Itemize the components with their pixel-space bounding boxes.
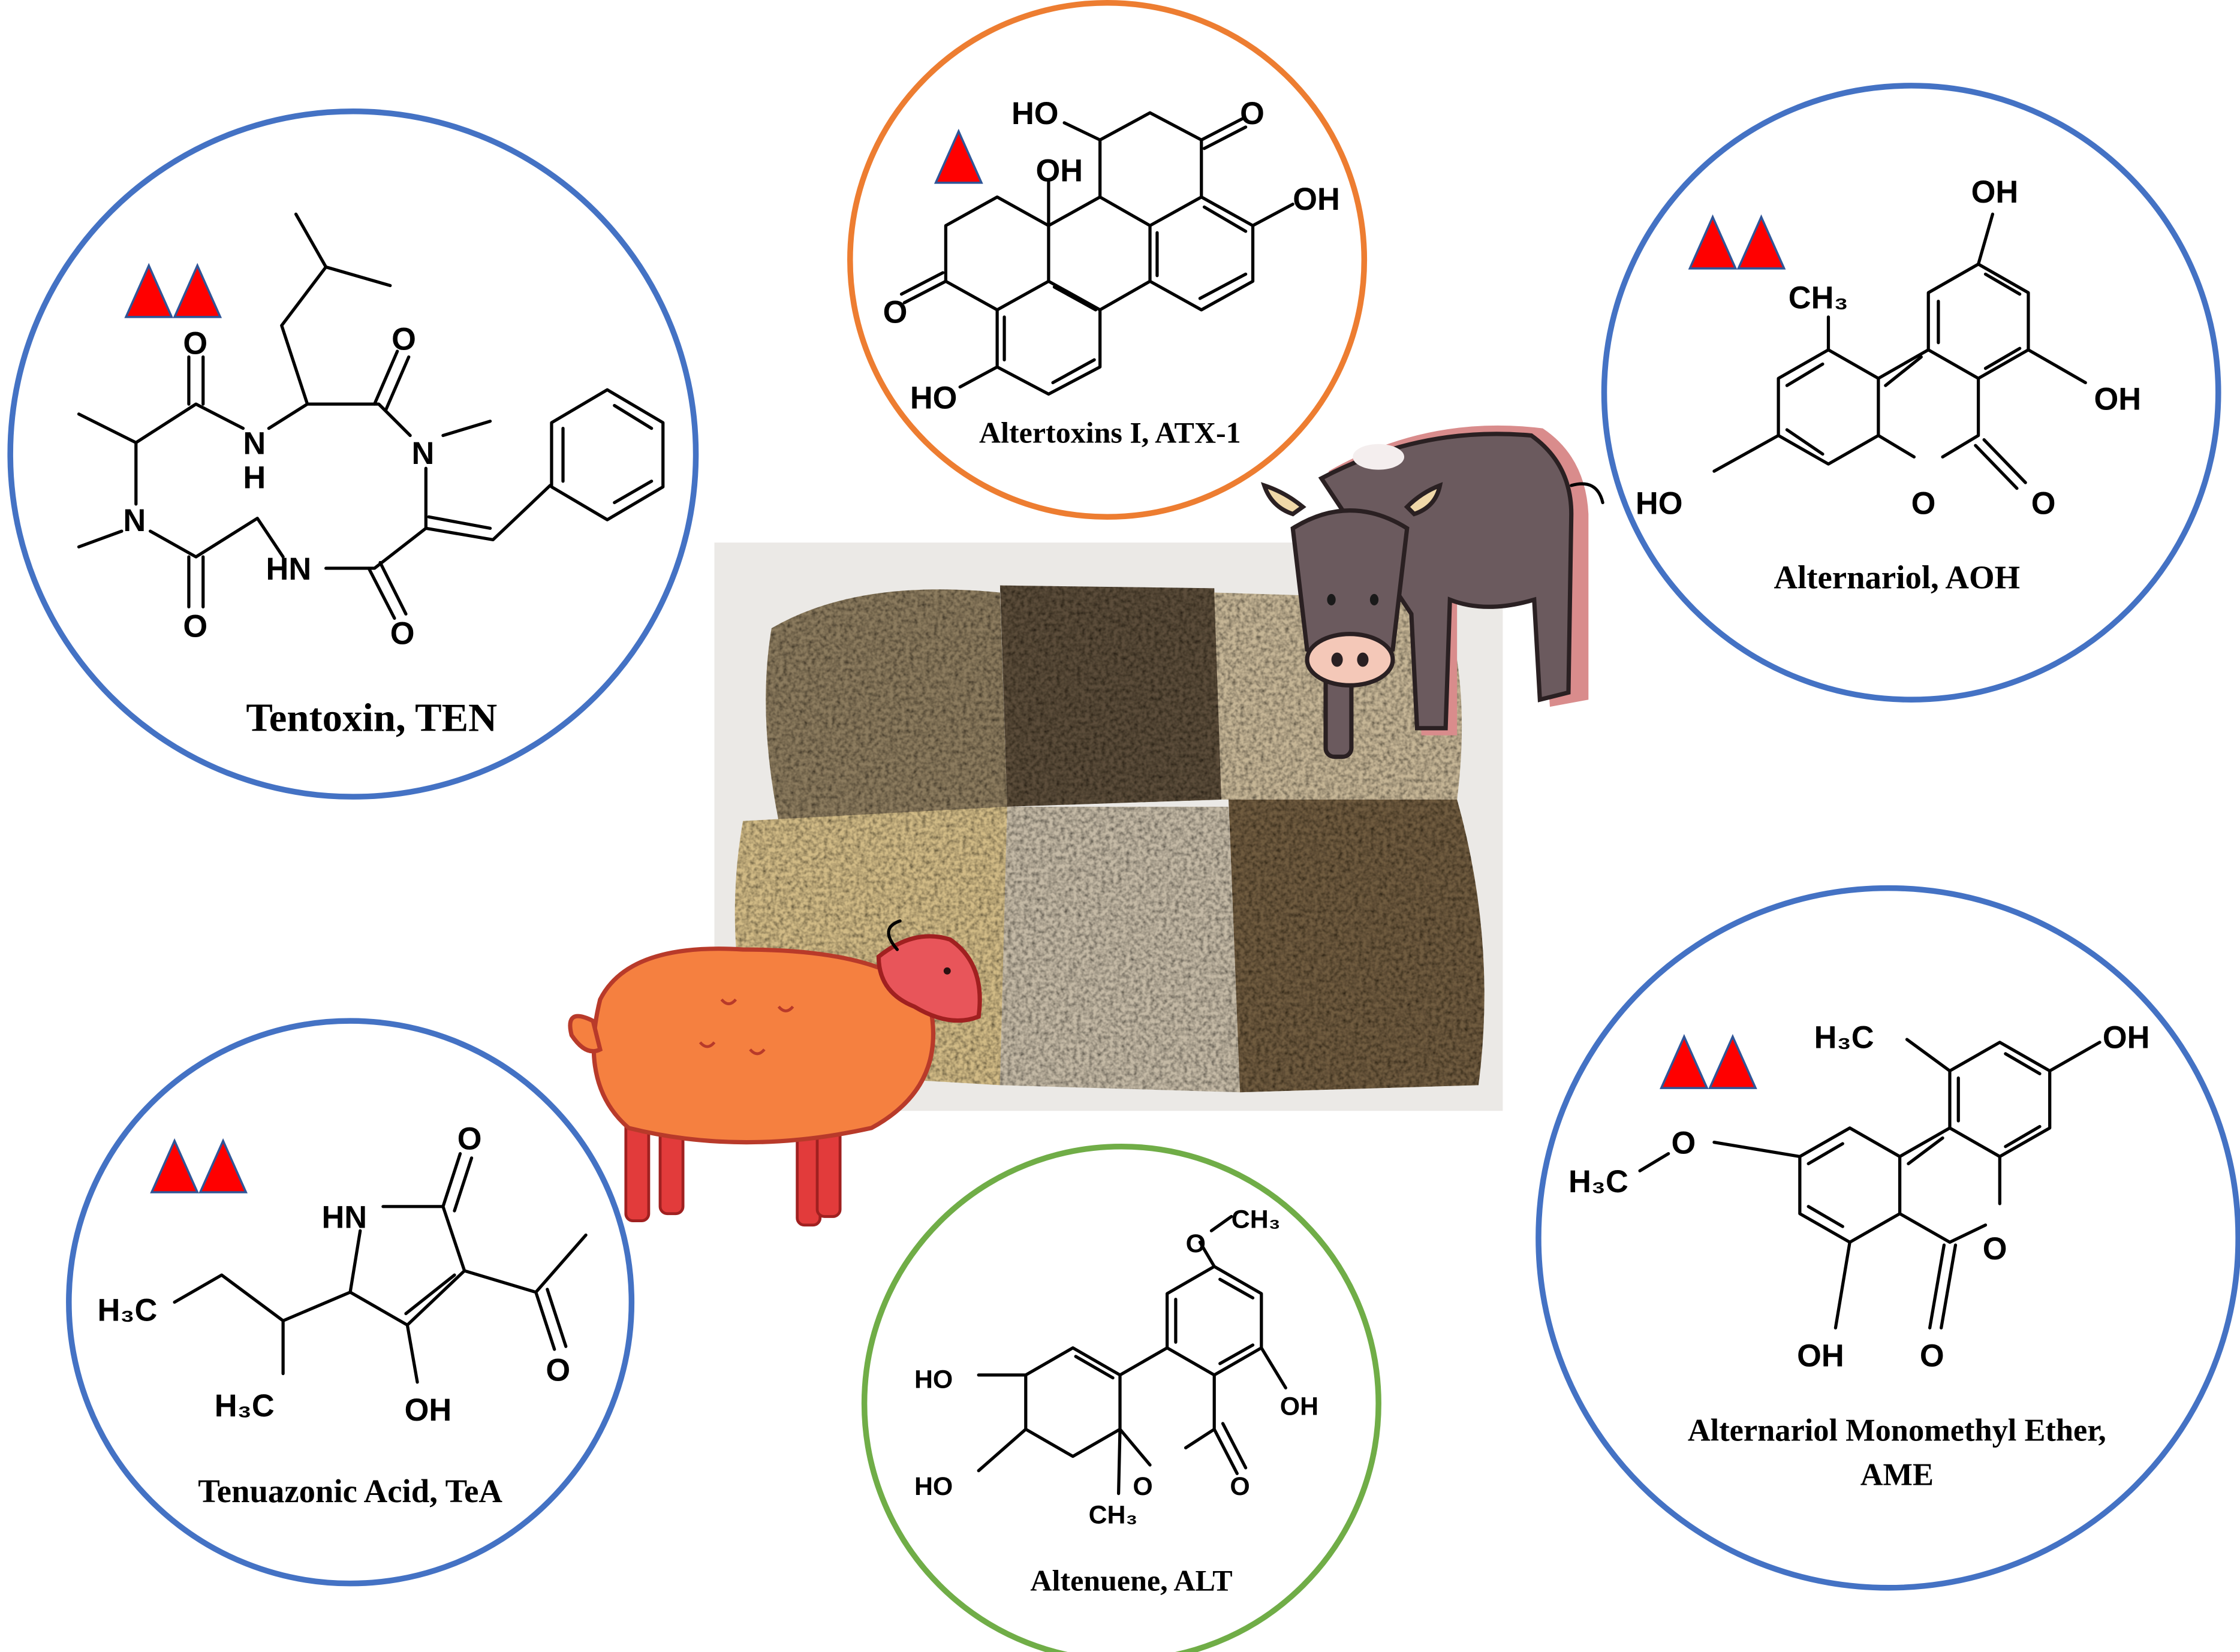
feed-pellets-dark: [999, 585, 1222, 807]
atom-label: H₃C: [1814, 1020, 1874, 1055]
risk-triangle-icon: [1708, 1033, 1757, 1089]
atom-label: HO: [914, 1472, 953, 1501]
cow-illustration: [1260, 425, 1604, 759]
atom-label: OH: [1797, 1339, 1844, 1374]
risk-markers: [1688, 214, 1786, 270]
atom-label: O: [1920, 1339, 1944, 1374]
risk-triangle-icon: [934, 128, 983, 184]
atom-label: N: [243, 426, 266, 461]
molecule-tenuazonic-acid: O HN H₃C H₃C OH O Tenuazonic Acid, TeA: [66, 1018, 635, 1587]
atom-label: CH₃: [1232, 1205, 1281, 1234]
risk-triangle-icon: [198, 1138, 248, 1193]
molecule-altenuene: O CH₃ HO OH HO O O CH₃ Altenuene, ALT: [861, 1144, 1381, 1652]
atom-label: OH: [2103, 1020, 2150, 1055]
atom-label: HN: [321, 1201, 367, 1235]
atom-label: OH: [1035, 154, 1083, 189]
atom-label: O: [1911, 487, 1936, 521]
risk-markers: [1660, 1033, 1757, 1089]
atom-label: O: [390, 616, 415, 651]
molecule-altertoxin: HO O OH OH O HO Altertoxins I, ATX-1: [847, 0, 1368, 520]
risk-triangle-icon: [1736, 214, 1786, 270]
atom-label: O: [883, 295, 908, 330]
atom-label: O: [2031, 487, 2056, 521]
atom-label: OH: [1280, 1392, 1318, 1421]
atom-label: OH: [405, 1393, 452, 1428]
atom-label: OH: [1971, 175, 2019, 210]
atom-label: O: [1983, 1232, 2007, 1267]
atom-label: CH₃: [1789, 281, 1848, 316]
molecule-caption: Alternariol, AOH: [1774, 559, 2020, 595]
atom-label: O: [392, 322, 416, 357]
risk-triangle-icon: [1688, 214, 1738, 270]
atom-label: O: [1186, 1229, 1206, 1258]
atom-label: HO: [1011, 97, 1059, 131]
atom-label: H: [243, 461, 266, 496]
molecule-caption: Altertoxins I, ATX-1: [979, 415, 1241, 449]
atom-label: O: [546, 1353, 570, 1388]
atom-label: O: [1230, 1472, 1250, 1501]
sheep-illustration: [568, 919, 982, 1227]
atom-label: HO: [1636, 487, 1683, 521]
molecule-alternariol: OH CH₃ OH HO O O Alternariol, AOH: [1601, 83, 2221, 703]
feed-mixed-pellets: [1229, 799, 1485, 1093]
atom-label: HN: [266, 552, 312, 587]
feed-mash: [999, 806, 1241, 1093]
atom-label: O: [183, 609, 207, 644]
risk-markers: [934, 128, 983, 184]
atom-label: O: [1671, 1126, 1696, 1161]
atom-label: OH: [2094, 382, 2142, 417]
molecule-caption: Alternariol Monomethyl Ether,: [1688, 1413, 2106, 1448]
atom-label: O: [1240, 97, 1264, 131]
atom-label: OH: [1293, 182, 1340, 217]
risk-triangle-icon: [1660, 1033, 1709, 1089]
feed-pellets-light: [766, 589, 1007, 821]
atom-label: H₃C: [1568, 1165, 1628, 1199]
molecule-caption: Tentoxin, TEN: [246, 697, 497, 740]
atom-label: HO: [910, 381, 958, 415]
risk-markers: [150, 1138, 248, 1193]
risk-triangle-icon: [150, 1138, 199, 1193]
atom-label: N: [412, 436, 435, 471]
atom-label: H₃C: [97, 1293, 157, 1328]
molecule-caption-abbrev: AME: [1860, 1457, 1934, 1492]
atom-label: O: [457, 1122, 482, 1157]
molecule-caption: Altenuene, ALT: [1030, 1564, 1232, 1597]
atom-label: HO: [914, 1365, 953, 1394]
atom-label: H₃C: [215, 1389, 275, 1424]
atom-label: O: [1133, 1472, 1152, 1501]
risk-triangle-icon: [173, 263, 222, 318]
molecule-caption: Tenuazonic Acid, TeA: [198, 1473, 502, 1509]
risk-markers: [124, 263, 222, 318]
molecule-tentoxin: O N H O N N HN O O Tentoxin, TEN: [7, 108, 699, 800]
molecule-alternariol-monomethyl-ether: H₃C OH O H₃C O OH O Alternariol Monometh…: [1536, 885, 2240, 1591]
atom-label: N: [123, 504, 146, 538]
risk-triangle-icon: [124, 263, 174, 318]
atom-label: CH₃: [1089, 1501, 1138, 1530]
molecule-ring: [66, 1018, 635, 1587]
molecule-ring: [7, 108, 699, 800]
atom-label: O: [183, 327, 207, 361]
